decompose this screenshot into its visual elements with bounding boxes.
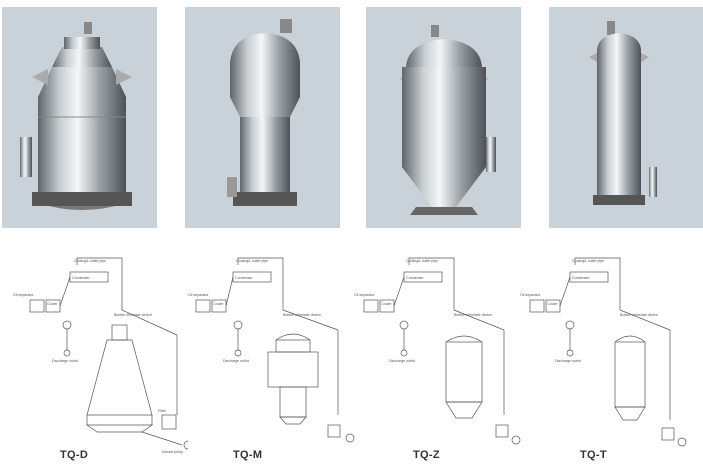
schematic-tq-m: Cooling& outlet pipe Condenser Cooler Oi… (188, 257, 355, 443)
tank-tq-m-image (227, 19, 300, 206)
label-discharge-outlet: Discharge outlet (555, 359, 581, 363)
tank-tq-d-image (20, 22, 132, 210)
label-discharge-outlet: Discharge outlet (389, 359, 415, 363)
label-cooler: Cooler (213, 302, 224, 306)
label-condenser: Condenser (72, 276, 90, 280)
label-cooler: Cooler (381, 302, 392, 306)
label-bubble-device: Bubble eliminate device (454, 313, 492, 317)
model-label-tq-m: TQ-M (233, 449, 263, 461)
label-oil-separator: Oil separator (188, 293, 209, 297)
tank-tq-t-image (589, 21, 657, 205)
schematic-tq-d: Cooling& outlet pipe Condenser Cooler Oi… (13, 257, 188, 454)
label-oil-separator: Oil separator (354, 293, 375, 297)
label-oil-separator: Oil separator (13, 293, 34, 297)
label-discharge-outlet: Discharge outlet (223, 359, 249, 363)
label-cooler: Cooler (547, 302, 558, 306)
model-label-tq-t: TQ-T (580, 449, 607, 461)
label-filter: Filter (158, 409, 167, 413)
label-cooling-pipe: Cooling& outlet pipe (406, 259, 438, 263)
model-label-tq-z: TQ-Z (413, 449, 440, 461)
label-bubble-device: Bubble eliminate device (114, 313, 152, 317)
label-cooling-pipe: Cooling& outlet pipe (572, 259, 604, 263)
model-label-tq-d: TQ-D (60, 449, 89, 461)
photo-tq-m (185, 7, 340, 228)
label-condenser: Condenser (406, 276, 424, 280)
label-cooling-pipe: Cooling& outlet pipe (74, 259, 106, 263)
label-oil-separator: Oil separator (520, 293, 541, 297)
label-bubble-device: Bubble eliminate device (620, 313, 658, 317)
label-condenser: Condenser (235, 276, 253, 280)
label-bubble-device: Bubble eliminate device (283, 313, 321, 317)
photo-tq-d (2, 7, 157, 228)
tank-tq-z-image (400, 25, 496, 215)
photo-tq-z (366, 7, 521, 228)
label-pump: Extract pump (162, 450, 183, 454)
label-discharge-outlet: Discharge outlet (52, 359, 78, 363)
schematic-tq-t: Cooling& outlet pipe Condenser Cooler Oi… (520, 257, 687, 447)
label-cooling-pipe: Cooling& outlet pipe (236, 259, 268, 263)
schematic-tq-z: Cooling& outlet pipe Condenser Cooler Oi… (354, 257, 521, 445)
label-condenser: Condenser (572, 276, 590, 280)
photo-tq-t (549, 7, 703, 228)
label-cooler: Cooler (47, 302, 58, 306)
